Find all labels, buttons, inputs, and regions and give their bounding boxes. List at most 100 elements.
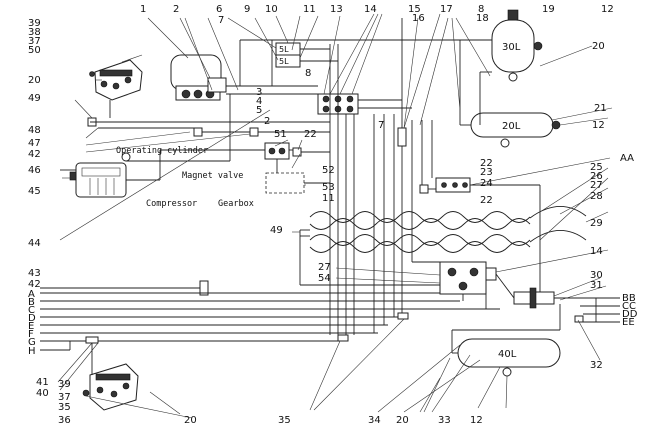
quick-release-valve	[513, 287, 555, 309]
component-labels: Operating cylinder Magnet valve Compress…	[116, 146, 254, 209]
label-49: 49	[28, 93, 41, 104]
label-21: 21	[594, 103, 607, 114]
tank-labels: 30L 20L 40L 5L 5L	[279, 42, 521, 360]
tank-5l-pair	[275, 42, 301, 68]
label-12: 12	[601, 4, 614, 15]
line-end-f: F	[28, 329, 34, 340]
label-49b: 49	[270, 225, 283, 236]
fitting-47	[249, 127, 259, 137]
tank-5l-b-label: 5L	[279, 57, 289, 66]
label-25: 25	[590, 162, 603, 173]
label-31: 31	[590, 280, 603, 291]
label-53: 53	[322, 182, 335, 193]
label-44: 44	[28, 238, 41, 249]
fitting-11	[419, 184, 429, 194]
label-45: 45	[28, 186, 41, 197]
compressor-unit	[69, 152, 131, 198]
label-22b: 22	[480, 158, 493, 169]
line-end-aa: AA	[620, 153, 634, 164]
brake-valve-bottom	[82, 363, 139, 411]
label-26: 26	[590, 171, 603, 182]
fitting-mid	[397, 312, 409, 320]
label-33: 33	[438, 415, 451, 426]
line-end-cc: CC	[622, 301, 636, 312]
pipe-lines	[40, 17, 620, 375]
line-end-ee: EE	[622, 317, 635, 328]
label-27b: 27	[318, 262, 331, 273]
line-end-b: B	[28, 297, 35, 308]
label-3: 3	[256, 87, 262, 98]
label-5: 5	[256, 105, 262, 116]
label-24: 24	[480, 178, 493, 189]
tank-40l-label: 40L	[498, 349, 517, 360]
line-end-d: D	[28, 313, 36, 324]
label-39: 39	[28, 18, 41, 29]
label-30: 30	[590, 270, 603, 281]
label-22c: 22	[480, 195, 493, 206]
gearbox-label: Gearbox	[218, 199, 254, 209]
label-39b: 39	[58, 379, 71, 390]
label-40: 40	[36, 388, 49, 399]
fitting-35	[337, 334, 349, 342]
fitting-31	[574, 315, 584, 323]
label-8: 8	[478, 4, 484, 15]
label-10: 10	[265, 4, 278, 15]
label-20-bottom: 20	[184, 415, 197, 426]
label-35: 35	[278, 415, 291, 426]
callout-labels: 1 2 6 7 9 10 11 13 14 15 16 17 8 18 19 1…	[28, 4, 614, 426]
fitting-42	[193, 127, 203, 137]
label-20-left: 20	[28, 75, 41, 86]
label-34: 34	[368, 415, 381, 426]
label-20-top: 20	[592, 41, 605, 52]
operating-cylinder-label: Operating cylinder	[116, 146, 208, 156]
tank-40l	[452, 338, 561, 377]
label-19: 19	[542, 4, 555, 15]
label-29: 29	[590, 218, 603, 229]
label-51: 51	[274, 129, 287, 140]
label-37: 37	[28, 36, 41, 47]
line-end-h: H	[28, 346, 36, 357]
line-end-labels: A B C D E F G H BB CC DD EE AA	[28, 153, 638, 357]
label-42b: 42	[28, 279, 41, 290]
label-22: 22	[304, 129, 317, 140]
line-end-a: A	[28, 289, 35, 300]
label-15: 15	[408, 4, 421, 15]
label-35b: 35	[58, 402, 71, 413]
coil-line-upper	[309, 211, 531, 223]
fitting-7	[397, 127, 407, 147]
gearbox-box	[265, 172, 305, 194]
relay-valve	[439, 261, 497, 295]
leader-lines	[57, 13, 613, 419]
label-16: 16	[412, 13, 425, 24]
label-28: 28	[590, 191, 603, 202]
tank-30l	[491, 9, 543, 82]
coil-line-lower	[309, 234, 531, 246]
label-54: 54	[318, 273, 331, 284]
magnet-valve-assembly	[264, 142, 302, 160]
label-2b: 2	[264, 116, 270, 127]
label-23: 23	[480, 167, 493, 178]
valve-block-center	[435, 177, 471, 193]
magnet-valve-label: Magnet valve	[182, 171, 243, 181]
label-11b: 11	[322, 193, 335, 204]
tank-20l-label: 20L	[502, 121, 521, 132]
label-13: 13	[330, 4, 343, 15]
label-47: 47	[28, 138, 41, 149]
label-52: 52	[322, 165, 335, 176]
label-37b: 37	[58, 392, 71, 403]
label-11: 11	[303, 4, 316, 15]
label-17: 17	[440, 4, 453, 15]
label-6: 6	[216, 4, 222, 15]
label-46: 46	[28, 165, 41, 176]
fitting-41	[85, 336, 99, 344]
coil-line-upper-2	[309, 218, 531, 230]
air-dryer	[170, 54, 227, 101]
tank-30l-label: 30L	[502, 42, 521, 53]
label-43: 43	[28, 268, 41, 279]
coil-line-lower-2	[309, 241, 531, 253]
brake-valve-top	[89, 59, 143, 101]
label-12-bottom: 12	[470, 415, 483, 426]
label-14: 14	[364, 4, 377, 15]
line-end-bb: BB	[622, 293, 636, 304]
